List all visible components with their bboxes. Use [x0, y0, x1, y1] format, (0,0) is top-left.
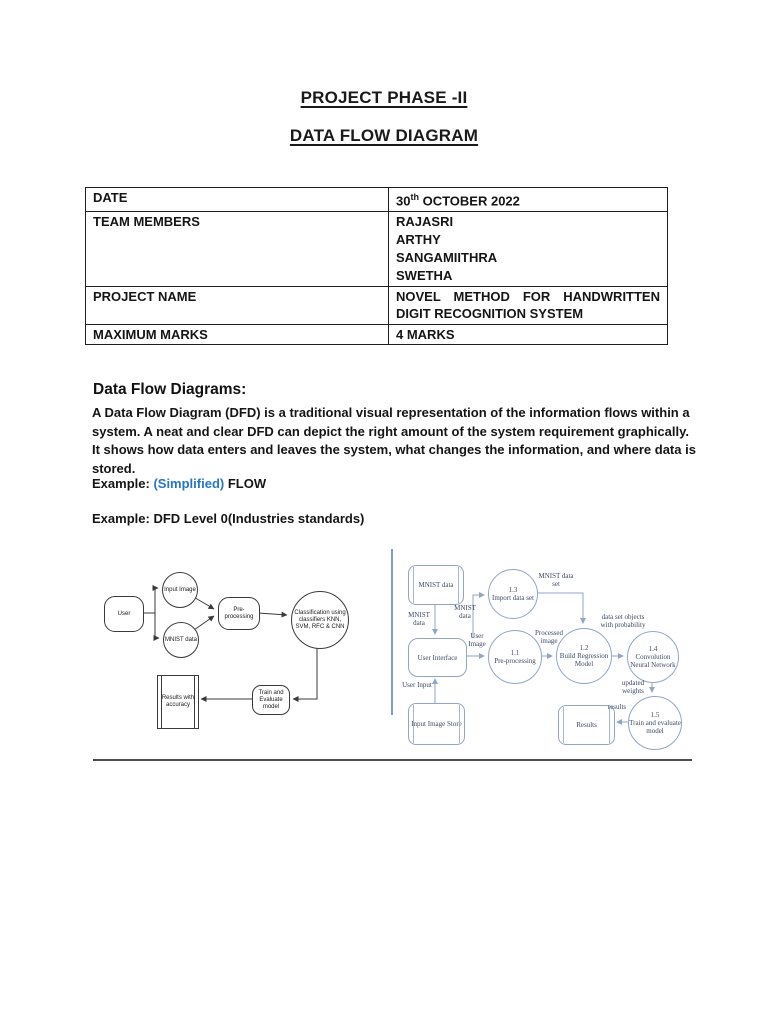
team-values: RAJASRI ARTHY SANGAMIITHRA SWETHA: [388, 210, 668, 287]
simplified-flow-diagram: User Input Image MNIST data Pre-processi…: [95, 555, 350, 760]
project-name-label: PROJECT NAME: [85, 285, 389, 325]
datastore-results-accuracy: Results with accuracy: [157, 675, 199, 729]
process-import-dataset: 1.3 Import data set: [488, 569, 538, 619]
example-label: Example:: [92, 511, 150, 526]
table-row: MAXIMUM MARKS 4 MARKS: [85, 323, 668, 346]
team-member: ARTHY: [396, 231, 441, 247]
process-train-evaluate: 1.5 Train and evaluate model: [628, 696, 682, 750]
node-classification: Classification using classifiers KNN, SV…: [291, 591, 349, 649]
edge-label-mnist-data-set: MNIST data set: [538, 572, 574, 588]
project-info-table: DATE 30th OCTOBER 2022 TEAM MEMBERS RAJA…: [85, 187, 668, 346]
node-preprocessing: Pre-processing: [218, 597, 260, 630]
example-simplified-flow: Example: (Simplified) FLOW: [92, 476, 266, 491]
example-dfd-level0: Example: DFD Level 0(Industries standard…: [92, 511, 364, 526]
datastore-input-image-store: Input Image Store: [408, 703, 465, 745]
date-value: 30th OCTOBER 2022: [388, 187, 668, 212]
marks-value: 4 MARKS: [388, 323, 668, 346]
edge-label-processed-image: Processed image: [535, 629, 563, 645]
process-build-regression: 1.2 Build Regression Model: [556, 628, 612, 684]
team-member: SWETHA: [396, 267, 453, 283]
team-member: SANGAMIITHRA: [396, 249, 498, 265]
edge-label-mnist-data: MNIST data: [408, 611, 430, 627]
edge-label-mnist-data: MNIST data: [454, 604, 476, 620]
team-member: RAJASRI: [396, 213, 454, 229]
table-row: TEAM MEMBERS RAJASRI ARTHY SANGAMIITHRA …: [85, 210, 668, 287]
team-label: TEAM MEMBERS: [85, 210, 389, 287]
horizontal-divider: [93, 759, 692, 761]
node-mnist-data: MNIST data: [163, 622, 199, 658]
body-paragraph: A Data Flow Diagram (DFD) is a tradition…: [92, 405, 696, 476]
edge-label-dataset-objects: data set objects with probability: [600, 613, 646, 629]
edge-label-updated-weights: updated weights: [621, 679, 645, 695]
dfd-connectors: [391, 549, 655, 725]
datastore-results: Results: [558, 705, 615, 745]
process-convolution-network: 1.4 Convolution Neural Network: [627, 631, 679, 683]
table-row: DATE 30th OCTOBER 2022: [85, 187, 668, 212]
example-highlight: (Simplified): [153, 476, 225, 491]
page-title: PROJECT PHASE -II: [300, 88, 468, 107]
example-rest: DFD Level 0(Industries standards): [153, 511, 365, 526]
marks-label: MAXIMUM MARKS: [85, 323, 389, 346]
flow-connectors: [142, 585, 318, 702]
section-heading: Data Flow Diagrams:: [93, 381, 247, 398]
node-train-evaluate: Train and Evaluate model: [252, 685, 290, 715]
edge-label-user-input: User Input: [402, 681, 432, 689]
example-label: Example:: [92, 476, 150, 491]
date-label: DATE: [85, 187, 389, 212]
process-preprocessing: 1.1 Pre-processing: [488, 630, 542, 684]
entity-user-interface: User Interface: [408, 638, 467, 677]
edge-label-user-image: User Image: [468, 632, 486, 648]
node-input-image: Input Image: [162, 572, 198, 608]
dfd-level0-diagram: MNIST data 1.3 Import data set User Inte…: [390, 545, 695, 760]
datastore-mnist-data: MNIST data: [408, 565, 464, 605]
project-name-value: NOVEL METHOD FOR HANDWRITTEN DIGIT RECOG…: [388, 285, 668, 325]
table-row: PROJECT NAME NOVEL METHOD FOR HANDWRITTE…: [85, 285, 668, 325]
page-subtitle: DATA FLOW DIAGRAM: [289, 126, 479, 145]
example-rest: FLOW: [227, 476, 267, 491]
edge-label-results: results: [607, 703, 627, 711]
node-user: User: [104, 596, 144, 632]
